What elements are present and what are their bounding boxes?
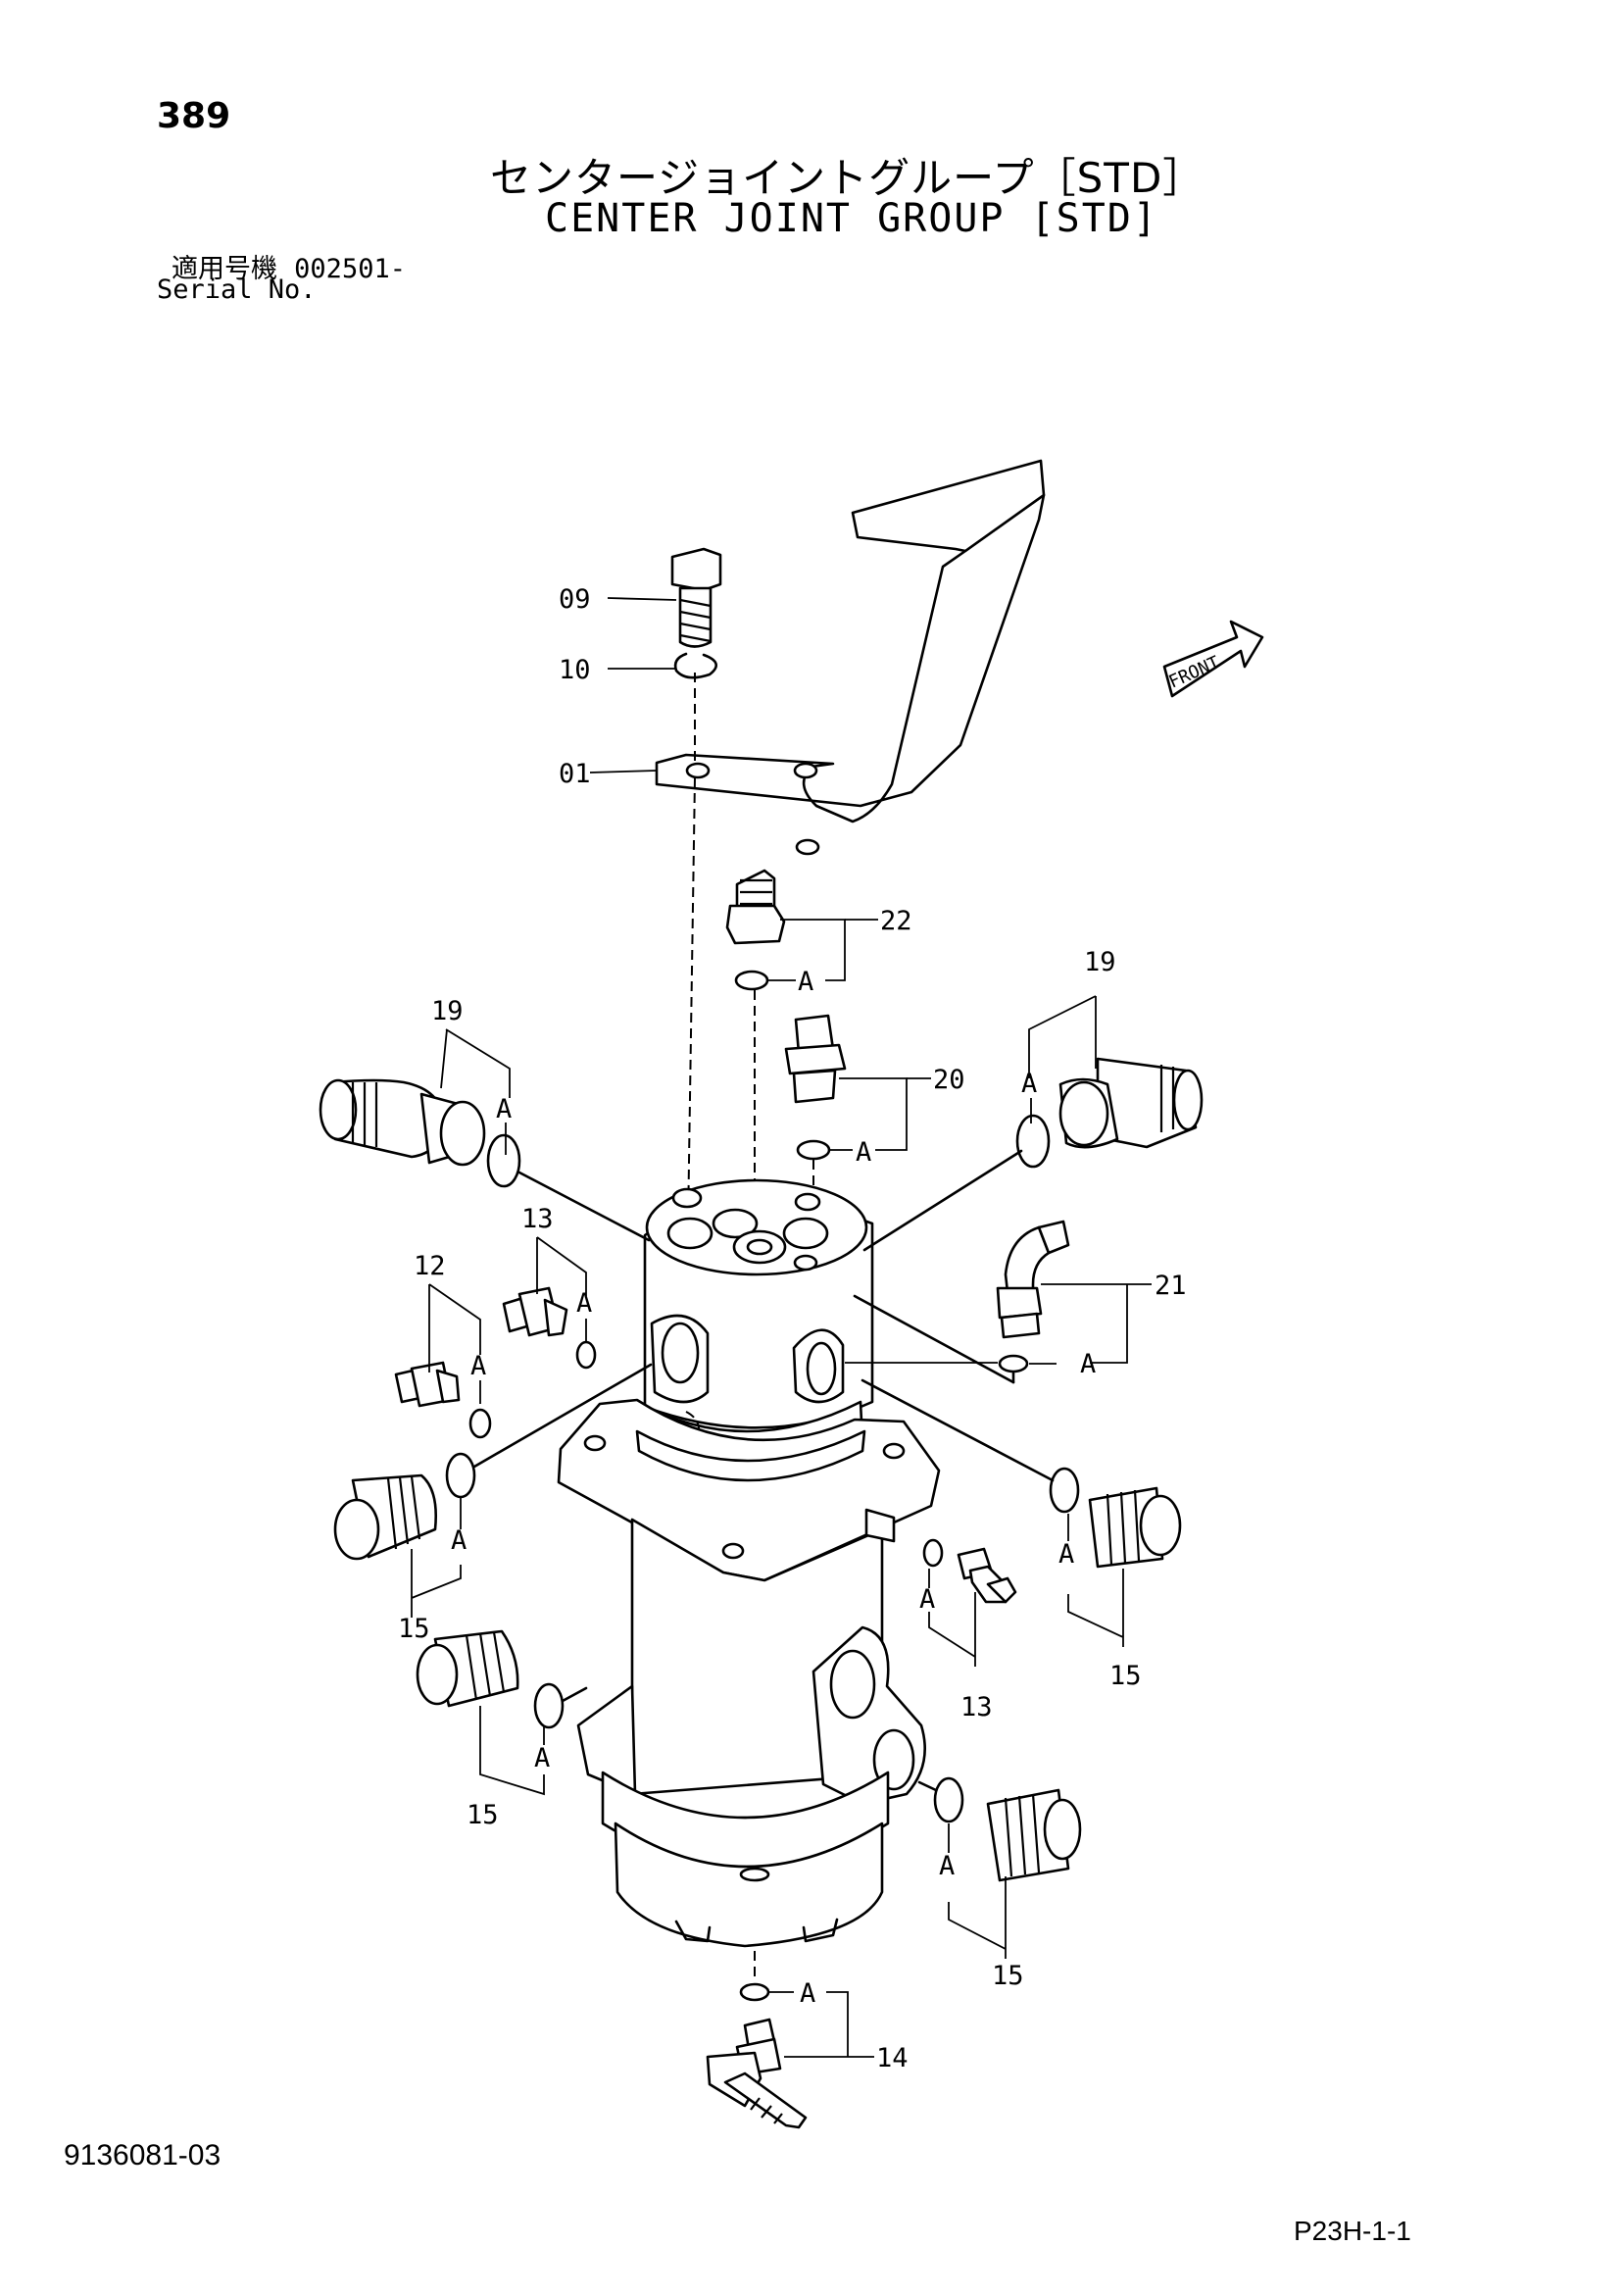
callout-15-left-lower: 15	[467, 1800, 499, 1830]
serial-label-english: Serial No.	[157, 275, 317, 305]
fitting-14	[706, 1982, 808, 2129]
fitting-15-right-upper	[1049, 1467, 1182, 1569]
callout-13-lower: 13	[960, 1692, 993, 1722]
seal-label-15-right-upper: A	[1058, 1539, 1074, 1570]
front-direction-arrow: FRONT	[1162, 620, 1264, 698]
seal-label-15-left-lower: A	[534, 1743, 550, 1773]
fitting-12	[394, 1361, 492, 1439]
leader-20	[839, 1077, 908, 1151]
seal-label-12: A	[470, 1351, 486, 1381]
seal-label-22: A	[798, 967, 813, 997]
seal-label-15-left-upper: A	[451, 1525, 467, 1556]
leader-22	[780, 919, 846, 981]
document-number: 9136081-03	[64, 2139, 221, 2171]
fitting-21	[996, 1220, 1070, 1373]
fitting-15-right-lower	[933, 1776, 1082, 1882]
seal-label-19-left: A	[496, 1094, 512, 1124]
callout-20: 20	[933, 1065, 965, 1095]
callout-21: 21	[1155, 1271, 1187, 1301]
fitting-13-lower	[922, 1538, 1017, 1604]
callout-19-right: 19	[1084, 947, 1116, 977]
fitting-22	[725, 869, 786, 991]
serial-value: 002501-	[294, 254, 406, 284]
callout-14: 14	[876, 2043, 909, 2073]
seal-label-13-upper: A	[576, 1288, 592, 1319]
seal-label-14: A	[800, 1978, 815, 2009]
leader-14	[768, 1991, 874, 2058]
callout-09: 09	[559, 584, 591, 615]
fitting-19-left	[319, 1078, 521, 1188]
seal-label-19-right: A	[1021, 1069, 1037, 1099]
callout-22: 22	[880, 906, 912, 936]
callout-12: 12	[414, 1251, 446, 1281]
callout-15-right-upper: 15	[1109, 1661, 1142, 1691]
leader-15-left-lower	[479, 1706, 545, 1796]
fitting-15-left-lower	[416, 1629, 565, 1729]
callout-15-left-upper: 15	[398, 1614, 430, 1644]
washer-part	[673, 652, 717, 679]
page-code: P23H-1-1	[1294, 2216, 1411, 2246]
leader-15-right-upper	[1067, 1514, 1124, 1647]
leader-12	[428, 1283, 481, 1404]
seal-label-21: A	[1080, 1349, 1096, 1379]
callout-10: 10	[559, 655, 591, 685]
seal-label-13-lower: A	[919, 1584, 935, 1615]
leader-09	[607, 597, 677, 601]
fitting-20	[784, 1014, 847, 1161]
leader-19-left	[440, 1028, 511, 1155]
bracket-part	[655, 459, 1046, 856]
seal-label-15-right-lower: A	[939, 1851, 955, 1881]
callout-13-upper: 13	[521, 1204, 554, 1234]
leader-01	[589, 770, 658, 774]
fitting-19-right	[1015, 1057, 1204, 1169]
seal-label-20: A	[856, 1137, 871, 1168]
callout-19-left: 19	[431, 996, 464, 1026]
title-english: CENTER JOINT GROUP [STD]	[545, 196, 1158, 241]
leader-19-right	[1028, 995, 1097, 1123]
serial-label-japanese: 適用号機 002501-	[172, 247, 406, 285]
page-number: 389	[157, 96, 231, 136]
fitting-13-upper	[502, 1286, 597, 1370]
fitting-15-left-upper	[333, 1452, 476, 1561]
callout-15-right-lower: 15	[992, 1961, 1024, 1991]
leader-15-left-upper	[411, 1498, 462, 1618]
leader-13-lower	[928, 1569, 976, 1667]
leader-13-upper	[536, 1236, 587, 1341]
serial-label-jp-text: 適用号機	[172, 254, 277, 284]
leader-15-right-lower	[948, 1823, 1007, 1959]
callout-01: 01	[559, 759, 591, 789]
center-joint-lower-body	[576, 1508, 926, 1948]
title-japanese: センタージョイントグループ［STD］	[490, 154, 1205, 202]
center-joint-flange	[557, 1398, 941, 1582]
bolt-part	[670, 547, 722, 648]
leader-21	[1029, 1283, 1152, 1365]
